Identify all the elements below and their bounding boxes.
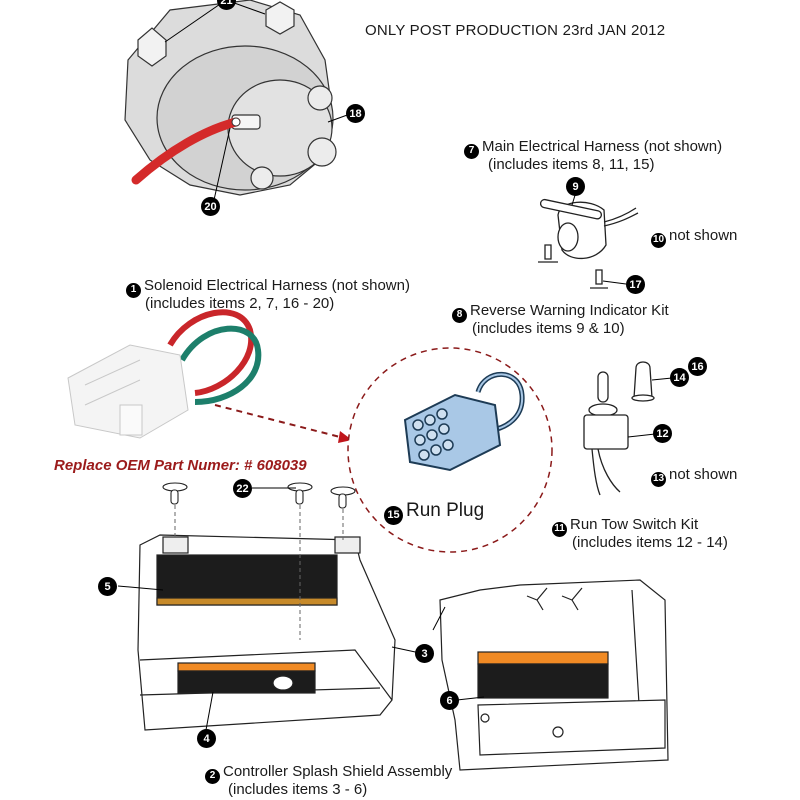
callout-11: 11 xyxy=(552,521,567,537)
callout-2: 2 xyxy=(205,768,220,784)
callout-4: 4 xyxy=(197,729,216,748)
item-13-label: not shown xyxy=(669,466,738,483)
callout-8: 8 xyxy=(452,307,467,323)
reverse-kit-title-text: Reverse Warning Indicator Kit xyxy=(470,302,669,319)
callout-13: 13 xyxy=(651,471,666,487)
reverse-kit-includes: (includes items 9 & 10) xyxy=(472,320,625,337)
oem-part-number-note: Replace OEM Part Numer: # 608039 xyxy=(54,457,307,474)
callout-7: 7 xyxy=(464,143,479,159)
harness-connector-drawing xyxy=(67,309,262,439)
callout-22: 22 xyxy=(233,479,252,498)
main-harness-includes: (includes items 8, 11, 15) xyxy=(488,156,655,173)
callout-15: 15 xyxy=(384,505,403,525)
callout-1: 1 xyxy=(126,282,141,298)
callout-16: 16 xyxy=(688,357,707,376)
splash-shield-rear-drawing xyxy=(439,579,669,771)
buzzer-drawing xyxy=(538,198,639,289)
callout-9: 9 xyxy=(566,177,585,196)
splash-shield-title-text: Controller Splash Shield Assembly xyxy=(223,763,453,780)
tow-switch-title-text: Run Tow Switch Kit xyxy=(570,516,699,533)
callout-12: 12 xyxy=(653,424,672,443)
item-10-label: not shown xyxy=(669,227,738,244)
red-cable xyxy=(131,117,241,185)
callout-6: 6 xyxy=(440,691,459,710)
solenoid-harness-title-text: Solenoid Electrical Harness (not shown) xyxy=(144,277,410,294)
push-rivets xyxy=(162,482,356,509)
callout-14: 14 xyxy=(670,368,689,387)
production-notice: ONLY POST PRODUCTION 23rd JAN 2012 xyxy=(365,22,666,39)
callout-5: 5 xyxy=(98,577,117,596)
run-plug-label-text: Run Plug xyxy=(406,500,485,521)
main-harness-title-text: Main Electrical Harness (not shown) xyxy=(482,138,723,155)
callout-20: 20 xyxy=(201,197,220,216)
run-plug-drawing xyxy=(403,371,525,472)
callout-17: 17 xyxy=(626,275,645,294)
callout-10: 10 xyxy=(651,232,666,248)
solenoid-harness-includes: (includes items 2, 7, 16 - 20) xyxy=(145,295,335,312)
toggle-switch-drawing xyxy=(583,361,655,496)
callout-21: 21 xyxy=(217,0,236,10)
tow-switch-includes: (includes items 12 - 14) xyxy=(572,534,728,551)
dashed-arrow xyxy=(214,404,341,438)
callout-18: 18 xyxy=(346,104,365,123)
splash-shield-includes: (includes items 3 - 6) xyxy=(228,781,368,798)
splash-shield-front-drawing xyxy=(137,534,396,731)
callout-3: 3 xyxy=(415,644,434,663)
